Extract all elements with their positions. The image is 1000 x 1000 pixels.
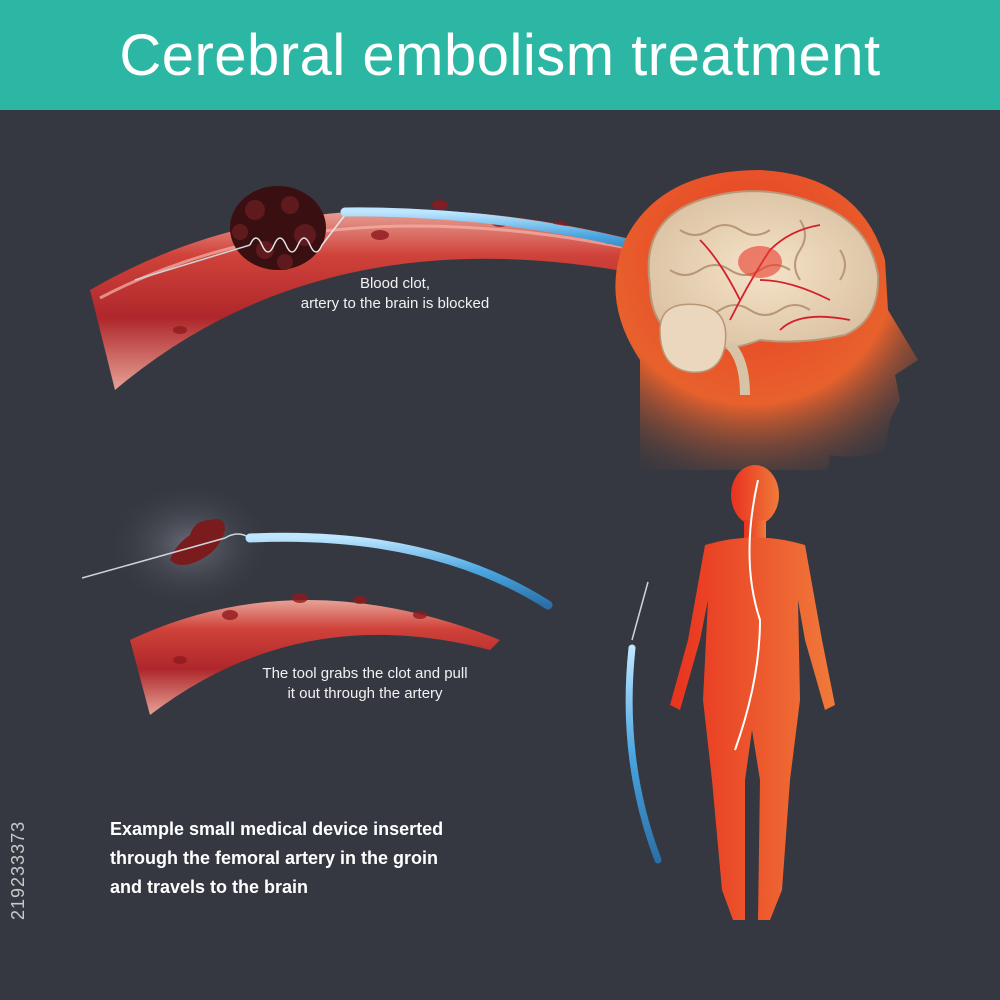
- title-banner: Cerebral embolism treatment: [0, 0, 1000, 110]
- tool-caption-line2: it out through the artery: [287, 685, 443, 702]
- extracted-clot: [170, 518, 225, 565]
- stock-id: 219233373: [8, 820, 28, 920]
- page-title: Cerebral embolism treatment: [119, 22, 881, 88]
- blood-clot: [230, 186, 326, 270]
- blood-clot-caption-line2: artery to the brain is blocked: [300, 295, 490, 312]
- brain: [647, 190, 880, 396]
- procedure-description: Example small medical device inserted th…: [110, 815, 510, 902]
- tool-caption: The tool grabs the clot and pull it out …: [240, 664, 490, 704]
- artery-bottom: [130, 593, 500, 715]
- procedure-description-line1: Example small medical device inserted: [110, 819, 444, 839]
- tool-caption-line1: The tool grabs the clot and pull: [262, 665, 468, 682]
- blood-clot-caption: Blood clot, artery to the brain is block…: [270, 274, 520, 314]
- body-silhouette: [670, 465, 835, 920]
- long-catheter: [625, 581, 662, 864]
- catheter-bottom: [245, 532, 553, 610]
- procedure-description-line2: through the femoral artery in the groin: [110, 848, 439, 868]
- procedure-description-line3: and travels to the brain: [110, 877, 309, 897]
- guide-wire-top: [134, 214, 346, 281]
- blood-clot-caption-line1: Blood clot,: [359, 275, 431, 292]
